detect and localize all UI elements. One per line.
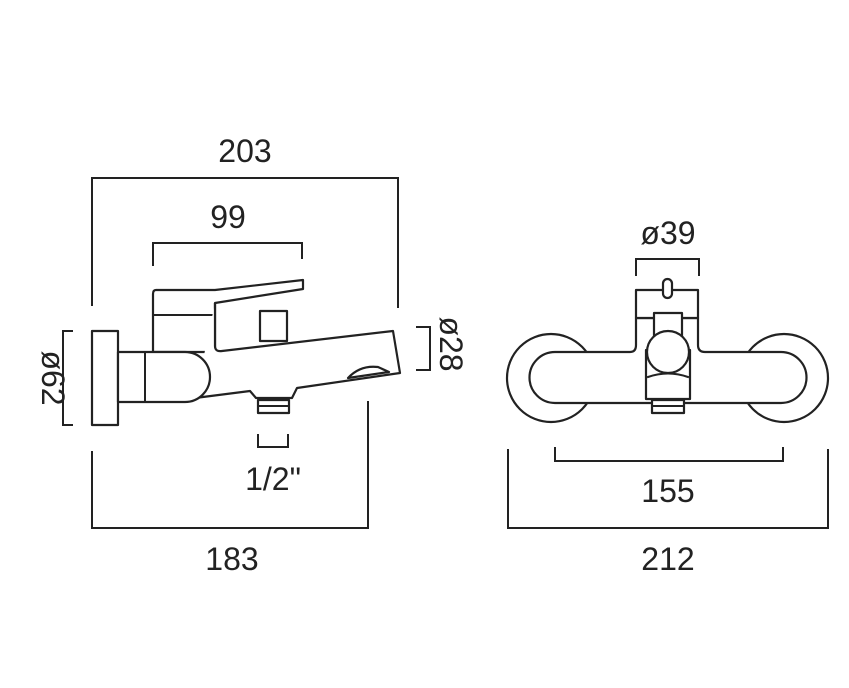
dimension-label-half-inch: 1/2"	[245, 461, 301, 497]
dimension-label-183: 183	[205, 541, 258, 577]
dimension-o28: ø28	[416, 316, 469, 372]
side-view: 203 99 ø62 ø28 1/2" 183	[35, 133, 469, 577]
diverter-knob	[258, 309, 289, 343]
dimension-203: 203	[91, 133, 399, 308]
dimension-label-o39: ø39	[640, 215, 695, 251]
dimension-label-155: 155	[641, 473, 694, 509]
wall-plate	[90, 329, 120, 427]
dimension-half-inch: 1/2"	[245, 434, 301, 497]
tap-front-outline	[505, 277, 830, 424]
lever-slot	[661, 277, 674, 300]
spout-end	[645, 329, 691, 375]
dimension-label-203: 203	[218, 133, 271, 169]
dimension-label-212: 212	[641, 541, 694, 577]
dimension-label-o28: ø28	[433, 316, 469, 371]
dimension-label-o62: ø62	[35, 350, 71, 405]
lever-handle	[151, 278, 305, 354]
front-view: ø39 155 212	[505, 215, 830, 577]
tap-side-outline	[90, 278, 402, 427]
dimension-o39: ø39	[635, 215, 700, 276]
body-cylinder	[116, 350, 212, 404]
aerator	[346, 365, 391, 380]
dimension-212: 212	[507, 449, 829, 577]
dimension-155: 155	[554, 447, 784, 509]
spout	[194, 303, 402, 400]
dimension-99: 99	[152, 199, 303, 266]
dimension-o62: ø62	[35, 330, 73, 426]
dimension-183: 183	[91, 401, 369, 577]
dimension-label-99: 99	[210, 199, 246, 235]
